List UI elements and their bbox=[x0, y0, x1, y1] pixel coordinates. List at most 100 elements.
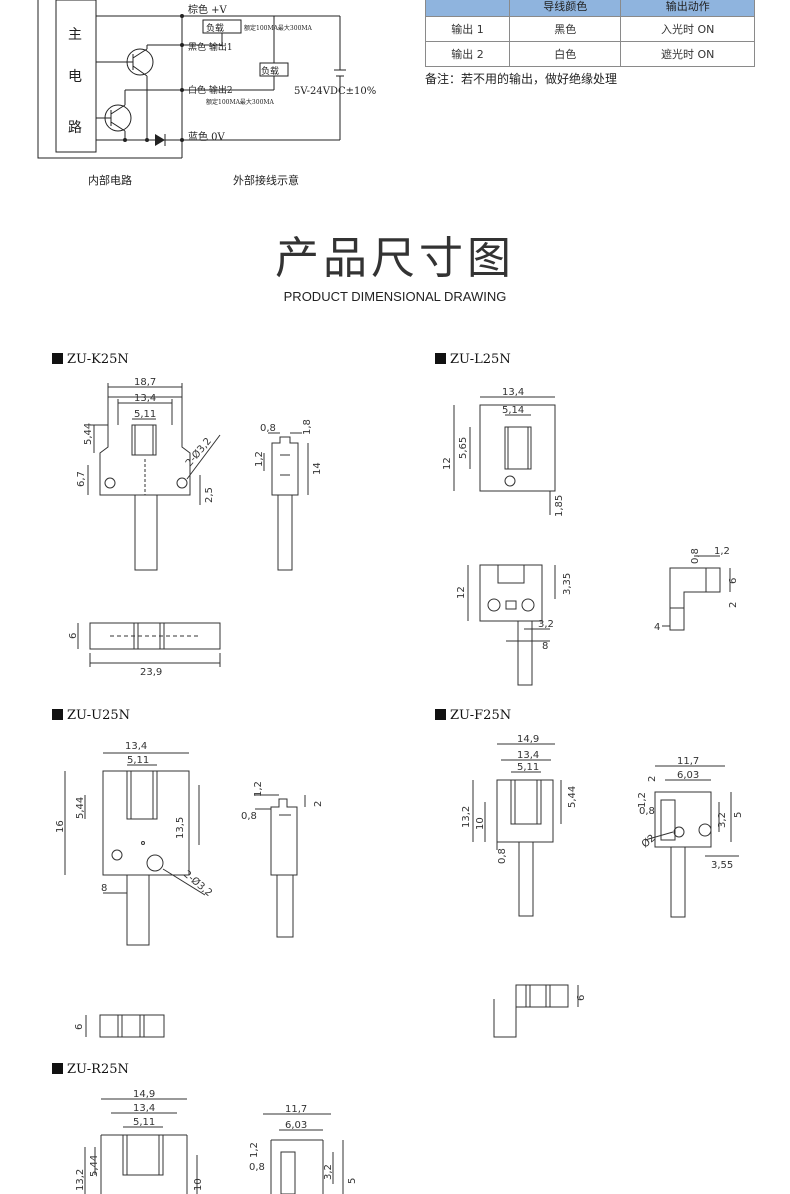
table-header-cell bbox=[424, 0, 511, 17]
dim-r25-w3: 5,11 bbox=[133, 1117, 155, 1128]
dim-k25-b2: 23,9 bbox=[140, 667, 162, 678]
model-name: ZU-R25N bbox=[67, 1062, 129, 1077]
drawing-k25-front: 18,7 13,4 5,11 5,44 6,7 2-Ø3,2 2,5 bbox=[76, 377, 221, 571]
dim-r25-s4: 0,8 bbox=[249, 1162, 265, 1173]
dim-r25-s1: 11,7 bbox=[285, 1104, 307, 1115]
dim-r25-s3: 1,2 bbox=[249, 1142, 260, 1158]
drawing-l25-top: 12 3,35 3,2 8 bbox=[456, 564, 573, 686]
square-bullet-icon bbox=[52, 709, 63, 720]
drawing-l25-side: 0,8 1,2 6 2 4 bbox=[654, 546, 739, 633]
dim-u25-h2: 16 bbox=[55, 820, 66, 833]
dim-l25-s3: 6 bbox=[728, 578, 739, 584]
dim-l25-h1: 5,65 bbox=[458, 437, 469, 459]
dim-r25-s6: 5 bbox=[347, 1178, 358, 1184]
dim-l25-f1: 12 bbox=[456, 586, 467, 599]
model-label-r25: ZU-R25N bbox=[52, 1062, 129, 1077]
model-name: ZU-K25N bbox=[67, 352, 129, 367]
model-name: ZU-L25N bbox=[450, 352, 511, 367]
dim-l25-s1: 0,8 bbox=[690, 548, 701, 564]
drawing-u25-side: 1,2 0,8 2 bbox=[241, 781, 324, 938]
drawing-r25-front: 14,9 13,4 5,11 13,2 5,44 10 bbox=[75, 1089, 204, 1194]
square-bullet-icon bbox=[52, 1063, 63, 1074]
square-bullet-icon bbox=[435, 709, 446, 720]
dim-k25-w3: 5,11 bbox=[134, 409, 156, 420]
table-cell: 白色 bbox=[509, 41, 622, 67]
table-header-cell: 导线颜色 bbox=[509, 0, 622, 17]
dim-u25-h1: 5,44 bbox=[75, 797, 86, 819]
square-bullet-icon bbox=[52, 353, 63, 364]
dim-u25-s3: 2 bbox=[313, 801, 324, 807]
table-cell: 入光时 ON bbox=[620, 16, 755, 42]
dim-l25-s4: 2 bbox=[728, 602, 739, 608]
table-row: 输出 1 黑色 入光时 ON bbox=[424, 16, 755, 42]
drawing-f25-front: 14,9 13,4 5,11 13,2 10 5,44 0,8 bbox=[461, 734, 578, 917]
table-header-row: 导线颜色 输出动作 bbox=[424, 0, 755, 17]
wire-brown-label: 棕色 +V bbox=[188, 5, 227, 16]
wire-black-label: 黑色 输出1 bbox=[188, 43, 233, 53]
dim-l25-f4: 8 bbox=[542, 641, 548, 652]
dim-r25-w2: 13,4 bbox=[133, 1103, 155, 1114]
wiring-diagram bbox=[37, 0, 346, 159]
dim-f25-s5: 0,8 bbox=[639, 806, 655, 817]
model-label-u25: ZU-U25N bbox=[52, 708, 130, 723]
drawing-k25-bottom: 6 23,9 bbox=[68, 622, 221, 678]
model-name: ZU-F25N bbox=[450, 708, 512, 723]
insulation-note: 备注：若不用的输出，做好绝缘处理 bbox=[425, 72, 618, 86]
dim-f25-s4: 1,2 bbox=[637, 792, 648, 808]
dim-f25-s9: 3,55 bbox=[711, 860, 733, 871]
supply-voltage: 5V-24VDC±10% bbox=[294, 86, 377, 97]
dim-k25-b1: 6 bbox=[68, 633, 79, 639]
dim-r25-s2: 6,03 bbox=[285, 1120, 307, 1131]
main-circuit-char-3: 路 bbox=[68, 120, 82, 136]
model-label-l25: ZU-L25N bbox=[435, 352, 511, 367]
dim-u25-h3: 13,5 bbox=[175, 817, 186, 839]
dim-r25-s5: 3,2 bbox=[323, 1164, 334, 1180]
dim-l25-f3: 3,2 bbox=[538, 619, 554, 630]
table-row: 输出 2 白色 遮光时 ON bbox=[424, 41, 755, 67]
table-cell: 黑色 bbox=[509, 16, 622, 42]
drawing-u25-front: 13,4 5,11 5,44 16 13,5 8 2-Ø3,2 bbox=[55, 741, 215, 946]
dim-f25-b1: 6 bbox=[576, 995, 587, 1001]
dim-l25-w1: 13,4 bbox=[502, 387, 524, 398]
wire-blue-label: 蓝色 0V bbox=[188, 132, 225, 143]
model-label-f25: ZU-F25N bbox=[435, 708, 511, 723]
dim-k25-s3: 1,2 bbox=[254, 451, 265, 467]
dim-f25-s6: 3,2 bbox=[717, 812, 728, 828]
rated-current-2: 额定100MA最大300MA bbox=[206, 99, 274, 106]
dim-l25-h2: 12 bbox=[442, 457, 453, 470]
dim-k25-s4: 14 bbox=[312, 462, 323, 475]
drawing-r25-side: 11,7 6,03 1,2 0,8 3,2 5 bbox=[249, 1104, 358, 1194]
dim-f25-s2: 6,03 bbox=[677, 770, 699, 781]
dim-r25-h1: 13,2 bbox=[75, 1169, 86, 1191]
wire-white-label: 白色 输出2 bbox=[188, 86, 233, 96]
drawing-k25-side: 0,8 1,8 1,2 14 bbox=[254, 419, 323, 571]
dim-f25-h2: 10 bbox=[475, 817, 486, 830]
dim-u25-d1: 8 bbox=[101, 883, 107, 894]
square-bullet-icon bbox=[435, 353, 446, 364]
dim-f25-w1: 14,9 bbox=[517, 734, 539, 745]
table-header-cell: 输出动作 bbox=[620, 0, 755, 17]
dim-r25-w1: 14,9 bbox=[133, 1089, 155, 1100]
dim-f25-s1: 11,7 bbox=[677, 756, 699, 767]
dim-u25-s1: 1,2 bbox=[253, 781, 264, 797]
main-circuit-char-2: 电 bbox=[68, 69, 82, 85]
drawing-u25-bottom: 6 bbox=[74, 1014, 165, 1038]
dim-f25-w2: 13,4 bbox=[517, 750, 539, 761]
dim-f25-s3: 2 bbox=[647, 776, 658, 782]
dim-k25-h1: 5,44 bbox=[83, 423, 94, 445]
dim-r25-h2: 5,44 bbox=[89, 1155, 100, 1177]
dim-l25-s2: 1,2 bbox=[714, 546, 730, 557]
dim-l25-f2: 3,35 bbox=[562, 573, 573, 595]
dim-k25-w2: 13,4 bbox=[134, 393, 156, 404]
dim-k25-s1: 0,8 bbox=[260, 423, 276, 434]
model-name: ZU-U25N bbox=[67, 708, 131, 723]
dim-l25-s5: 4 bbox=[654, 622, 660, 633]
dim-f25-d1: 0,8 bbox=[497, 848, 508, 864]
dim-f25-w3: 5,11 bbox=[517, 762, 539, 773]
dim-k25-h2: 6,7 bbox=[76, 471, 87, 487]
drawing-f25-bottom: 6 bbox=[493, 984, 587, 1038]
rated-current-1: 额定100MA最大300MA bbox=[244, 25, 312, 32]
output-table: 导线颜色 输出动作 输出 1 黑色 入光时 ON 输出 2 白色 遮光时 ON bbox=[424, 0, 755, 67]
drawing-l25-front: 13,4 5,14 5,65 12 1,85 bbox=[442, 387, 565, 517]
caption-external-wiring: 外部接线示意 bbox=[233, 174, 299, 187]
